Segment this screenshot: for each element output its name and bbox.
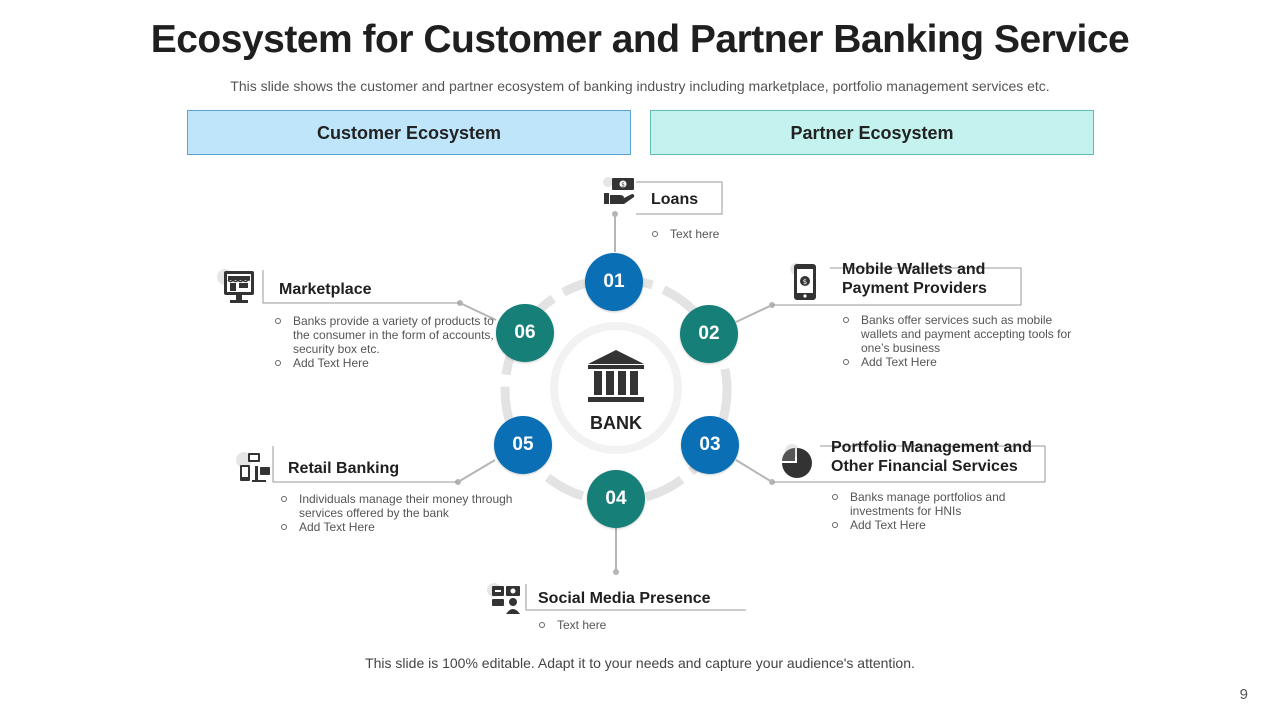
node-03: 03	[681, 416, 739, 474]
portfolio-title-line-1: Portfolio Management and	[831, 439, 1032, 456]
svg-text:$: $	[803, 278, 807, 286]
portfolio-title-line-2: Other Financial Services	[831, 458, 1018, 475]
loans-title: Loans	[651, 191, 699, 208]
loans-bullet: Text here	[651, 227, 851, 241]
portfolio-bullet: Banks manage portfolios and investments …	[831, 490, 1031, 518]
node-05: 05	[494, 416, 552, 474]
node-04: 04	[587, 470, 645, 528]
connector-dots	[455, 211, 775, 575]
slide-footer: This slide is 100% editable. Adapt it to…	[365, 655, 915, 671]
node-02: 02	[680, 305, 738, 363]
marketplace-icon	[217, 269, 254, 303]
node-01: 01	[585, 253, 643, 311]
customer-ecosystem-header: Customer Ecosystem	[187, 110, 631, 155]
retail-banking-bullet: Individuals manage their money through s…	[280, 492, 520, 520]
portfolio-bullets: Banks manage portfolios and investments …	[831, 490, 1031, 532]
bank-building-icon	[588, 350, 644, 402]
portfolio-title: Portfolio Management and Other Financial…	[831, 438, 1051, 476]
social-media-title: Social Media Presence	[538, 590, 711, 607]
retail-banking-bullets: Individuals manage their money through s…	[280, 492, 520, 534]
portfolio-bullet: Add Text Here	[831, 518, 1031, 532]
retail-banking-title: Retail Banking	[288, 460, 400, 477]
social-media-bullets: Text here	[538, 618, 738, 632]
social-media-bullet: Text here	[538, 618, 738, 632]
inner-circle	[558, 330, 674, 446]
mobile-wallets-bullet: Banks offer services such as mobile wall…	[842, 313, 1082, 355]
mobile-wallets-bullets: Banks offer services such as mobile wall…	[842, 313, 1082, 369]
money-hand-icon: $	[603, 177, 635, 204]
retail-banking-bullet: Add Text Here	[280, 520, 520, 534]
callout-brackets	[262, 181, 1046, 611]
marketplace-bullet: Banks provide a variety of products to t…	[274, 314, 494, 356]
node-06: 06	[496, 304, 554, 362]
marketplace-title: Marketplace	[279, 281, 372, 298]
connector-lines	[457, 214, 773, 572]
marketplace-bullet: Add Text Here	[274, 356, 494, 370]
retail-banking-icon	[236, 452, 270, 482]
pie-chart-icon	[782, 444, 812, 478]
page-number: 9	[1239, 686, 1248, 703]
mobile-wallets-title: Mobile Wallets and Payment Providers	[842, 260, 1032, 298]
loans-bullets: Text here	[651, 227, 851, 241]
partner-ecosystem-header: Partner Ecosystem	[650, 110, 1094, 155]
slide-subtitle: This slide shows the customer and partne…	[230, 78, 1050, 94]
slide-title: Ecosystem for Customer and Partner Banki…	[150, 18, 1130, 61]
mobile-wallet-icon: $	[790, 263, 816, 300]
marketplace-bullets: Banks provide a variety of products to t…	[274, 314, 494, 370]
mobile-wallets-title-line-1: Mobile Wallets and	[842, 261, 986, 278]
mobile-wallets-bullet: Add Text Here	[842, 355, 1082, 369]
bank-label: BANK	[590, 413, 642, 433]
mobile-wallets-title-line-2: Payment Providers	[842, 280, 987, 297]
svg-text:$: $	[621, 182, 625, 189]
social-media-icon	[487, 583, 520, 614]
